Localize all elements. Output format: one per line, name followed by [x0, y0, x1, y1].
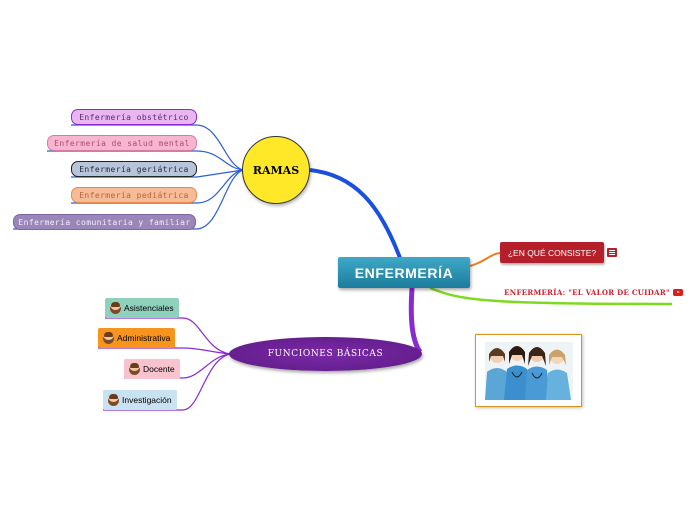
consiste-topic[interactable]: ¿EN QUÉ CONSISTE? [500, 242, 604, 263]
nurses-image [485, 342, 573, 400]
rama-label: Enfermería pediátrica [79, 190, 189, 200]
funcion-label: Docente [143, 364, 175, 374]
rama-label: Enfermería de salud mental [54, 138, 190, 148]
rama-label: Enfermería comunitaria y familiar [18, 217, 191, 227]
rama-label: Enfermería obstétrico [79, 112, 189, 122]
funcion-administrativa[interactable]: Administrativa [98, 328, 176, 348]
rama-salud-mental[interactable]: Enfermería de salud mental [47, 135, 197, 151]
central-topic-label: ENFERMERÍA [354, 264, 454, 281]
funcion-investigacion[interactable]: Investigación [103, 390, 177, 410]
funcion-asistenciales[interactable]: Asistenciales [105, 298, 179, 318]
nurses-photo [475, 334, 582, 407]
rama-obstetrico[interactable]: Enfermería obstétrico [71, 109, 197, 125]
notes-icon[interactable] [607, 248, 617, 257]
ramas-topic[interactable]: RAMAS [242, 136, 310, 204]
funcion-label: Administrativa [117, 333, 171, 343]
valor-topic[interactable]: ENFERMERÍA: "EL VALOR DE CUIDAR" [504, 286, 670, 298]
funcion-label: Investigación [122, 395, 172, 405]
valor-label: ENFERMERÍA: "EL VALOR DE CUIDAR" [504, 287, 670, 297]
rama-label: Enfermería geriátrica [79, 164, 189, 174]
ramas-label: RAMAS [252, 163, 300, 177]
researcher-icon [108, 393, 119, 406]
nurse-icon [103, 331, 114, 344]
funciones-topic[interactable]: FUNCIONES BÁSICAS [229, 337, 422, 371]
funcion-label: Asistenciales [124, 303, 174, 313]
nurse-icon [110, 301, 121, 314]
rama-comunitaria[interactable]: Enfermería comunitaria y familiar [13, 214, 196, 230]
rama-pediatrica[interactable]: Enfermería pediátrica [71, 187, 197, 203]
central-topic[interactable]: ENFERMERÍA [338, 257, 470, 288]
teacher-icon [129, 362, 140, 375]
rama-geriatrica[interactable]: Enfermería geriátrica [71, 161, 197, 177]
consiste-label: ¿EN QUÉ CONSISTE? [507, 247, 597, 258]
funciones-label: FUNCIONES BÁSICAS [267, 349, 384, 359]
funcion-docente[interactable]: Docente [124, 359, 180, 379]
youtube-icon[interactable] [673, 289, 683, 296]
